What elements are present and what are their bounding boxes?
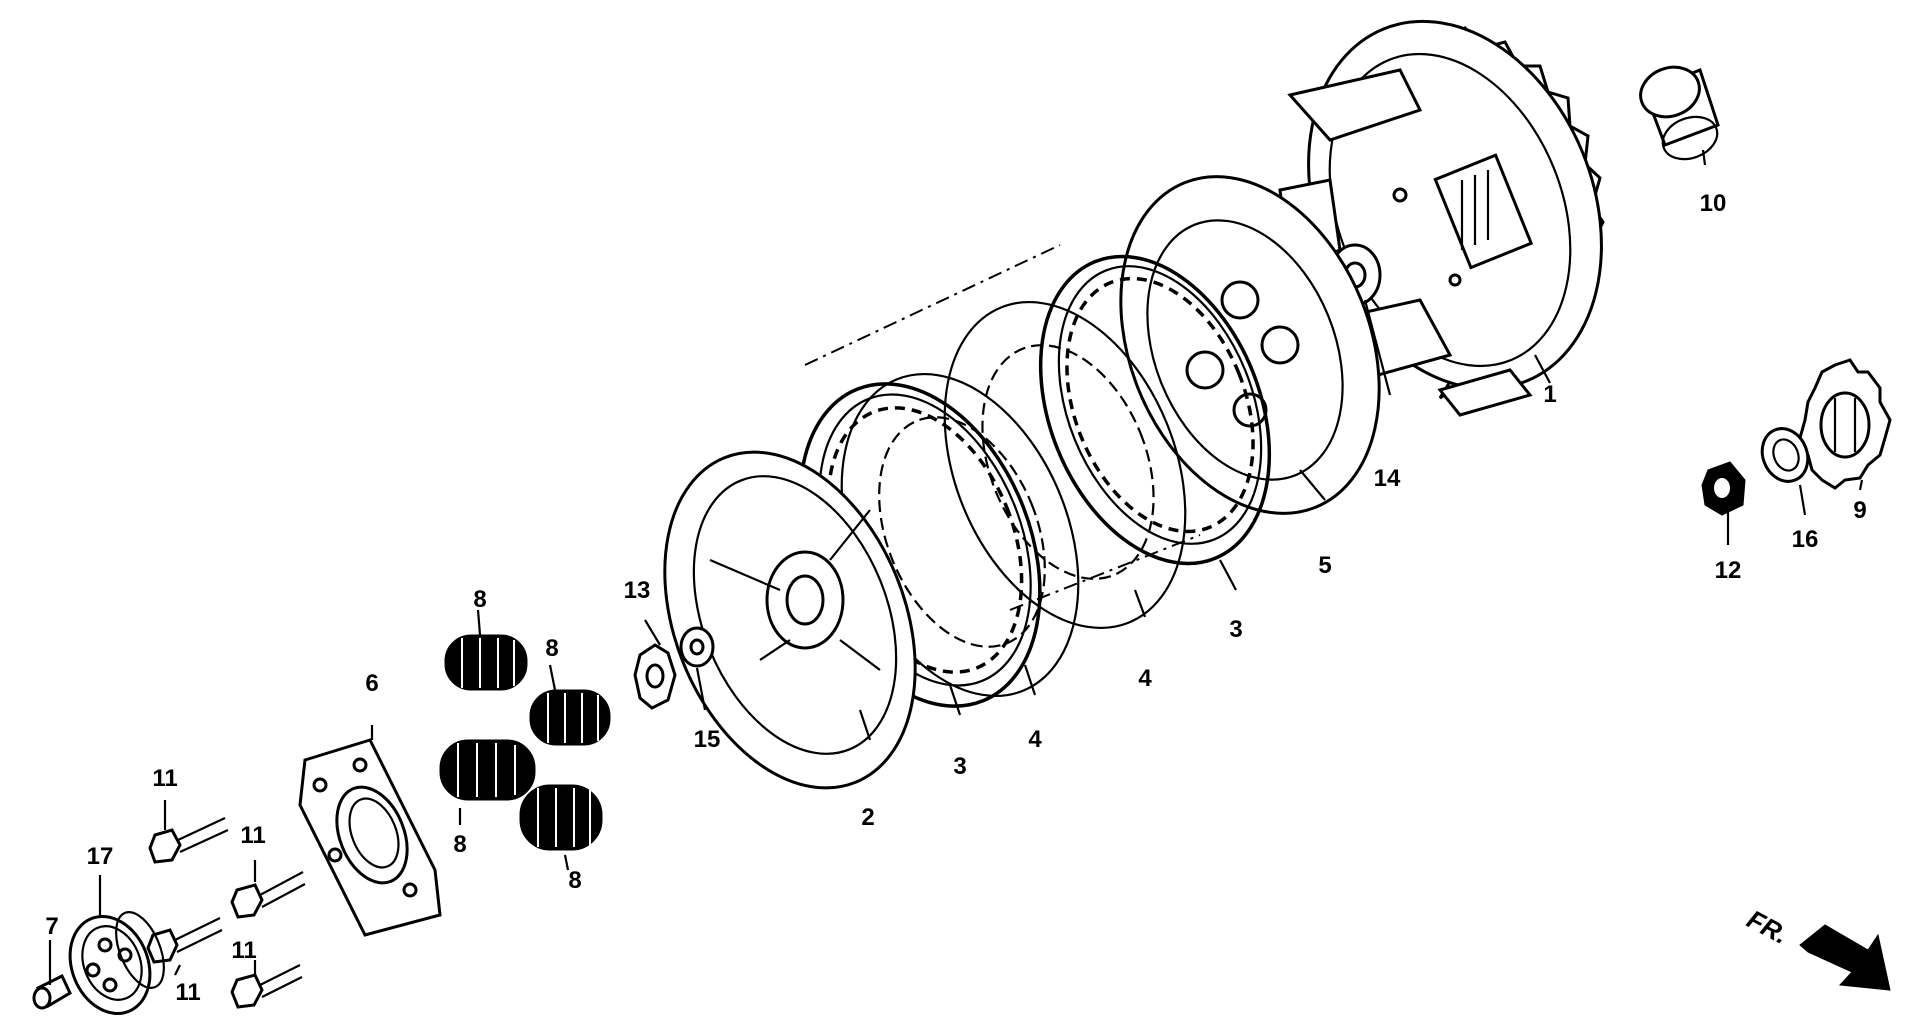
alignment-line-top	[804, 244, 1061, 366]
label-15: 15	[694, 726, 721, 753]
label-7: 7	[45, 913, 58, 940]
clutch-spring-d	[519, 784, 603, 851]
label-11-c: 11	[175, 979, 200, 1006]
bolt-11-c	[146, 917, 223, 964]
label-16: 16	[1792, 526, 1819, 553]
collar-10	[1639, 65, 1720, 161]
bolt-11-a	[148, 817, 229, 864]
washer-15	[679, 626, 715, 668]
label-8-a: 8	[473, 586, 486, 613]
friction-disc-rear	[1038, 254, 1272, 566]
bearing-17	[68, 911, 165, 1015]
label-17: 17	[87, 843, 114, 870]
label-1: 1	[1543, 381, 1556, 408]
bolt-11-d	[230, 964, 303, 1009]
label-8-c: 8	[453, 831, 466, 858]
label-13: 13	[624, 577, 651, 604]
clutch-spring-b	[529, 689, 611, 746]
drive-gear-9	[1798, 358, 1892, 490]
label-3-rear: 3	[1229, 616, 1242, 643]
label-10: 10	[1700, 190, 1727, 217]
callout-labels: 1 2 3 3 4 4 5 6 7 8 8 8 8 9 10 11 11 11 …	[45, 190, 1866, 1006]
lifter-plate-6	[298, 738, 442, 937]
label-9: 9	[1853, 497, 1866, 524]
label-5: 5	[1318, 552, 1331, 579]
clutch-spring-a	[444, 634, 528, 691]
label-14: 14	[1374, 465, 1401, 492]
label-11-d: 11	[231, 937, 256, 964]
label-11-b: 11	[240, 822, 265, 849]
lock-nut-13	[633, 643, 677, 710]
front-label: FR.	[1742, 904, 1793, 950]
pressure-plate	[663, 450, 917, 790]
label-8-b: 8	[545, 635, 558, 662]
label-8-d: 8	[568, 867, 581, 894]
front-direction-marker: FR.	[1742, 904, 1891, 991]
label-2: 2	[861, 804, 874, 831]
label-11-a: 11	[152, 765, 177, 792]
label-12: 12	[1715, 557, 1742, 584]
label-4-rear: 4	[1138, 665, 1152, 692]
clutch-center-plate	[1119, 175, 1381, 515]
washer-16	[1760, 427, 1810, 483]
label-4-front: 4	[1028, 726, 1042, 753]
leader-lines	[48, 149, 1864, 985]
lifter-rod-7	[32, 973, 72, 1010]
front-arrow-icon	[1799, 924, 1891, 991]
bolt-11-b	[230, 871, 306, 919]
clutch-spring-c	[439, 739, 536, 801]
label-6: 6	[365, 670, 378, 697]
label-3-front: 3	[953, 753, 966, 780]
nut-12	[1701, 461, 1746, 516]
clutch-plate-rear	[943, 300, 1187, 630]
